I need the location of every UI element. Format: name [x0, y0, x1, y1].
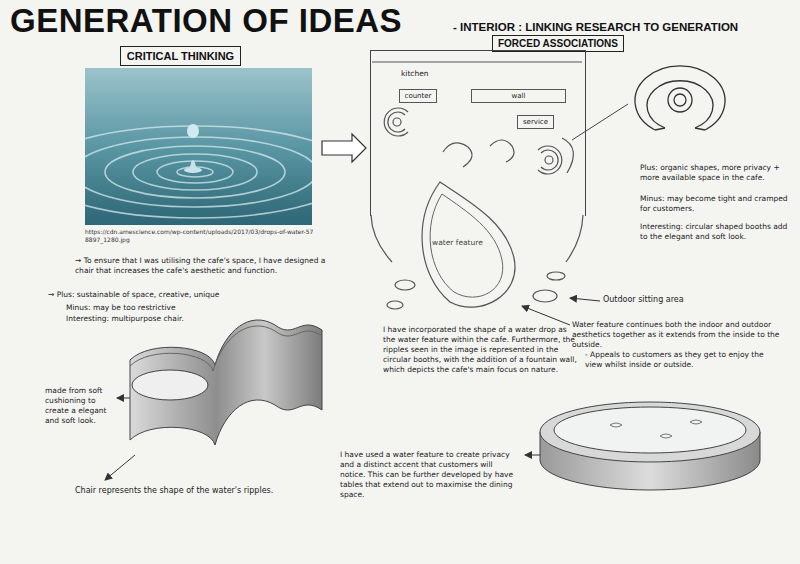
- annotation-text: Interesting: multipurpose chair.: [66, 314, 266, 324]
- wall-box: wall: [471, 89, 566, 103]
- annotation-text: → Plus: sustainable of space, creative, …: [48, 290, 293, 300]
- heading-box: CRITICAL THINKING: [120, 46, 241, 66]
- pool-water-feature: [540, 402, 760, 490]
- subtitle: - INTERIOR : LINKING RESEARCH TO GENERAT…: [453, 20, 793, 35]
- annotation-text: Outdoor sitting area: [603, 295, 753, 306]
- floor-plan-sketch: [371, 62, 583, 309]
- annotation-text: Minus: may be too restrictive: [66, 303, 266, 313]
- heading-text: FORCED ASSOCIATIONS: [497, 38, 619, 49]
- annotation-text: Minus: may become tight and cramped for …: [640, 194, 792, 214]
- annotation-text: made from soft cushioning to create a el…: [45, 386, 113, 426]
- floor-plan: kitchen counter wall service: [370, 50, 586, 216]
- node-text: water feature: [432, 238, 483, 247]
- annotation-text: Interesting: circular shaped booths add …: [640, 222, 792, 242]
- ripple-chair: [130, 320, 322, 445]
- heading-text: CRITICAL THINKING: [126, 50, 235, 62]
- block-arrow: [322, 134, 366, 162]
- leader-line: [572, 104, 628, 140]
- water-drop-photo: [35, 68, 355, 225]
- node-text: wall: [476, 92, 561, 100]
- service-box: service: [517, 115, 554, 129]
- node-text: service: [522, 118, 549, 126]
- page-title: GENERATION OF IDEAS: [10, 2, 402, 40]
- annotation-text: I have used a water feature to create pr…: [340, 450, 520, 499]
- water-drop-feature: water feature: [410, 180, 530, 320]
- booth-detail: [635, 66, 725, 130]
- annotation-text: - Appeals to customers as they get to en…: [585, 350, 783, 370]
- annotation-text: Water feature continues both the indoor …: [572, 320, 784, 350]
- node-text: counter: [404, 92, 432, 100]
- annotation-text: Chair represents the shape of the water'…: [75, 486, 325, 497]
- counter-box: counter: [399, 89, 437, 103]
- node-text: kitchen: [401, 69, 429, 78]
- image-source: https://cdn.amescience.com/wp-content/up…: [85, 228, 317, 244]
- annotation-text: → To ensure that I was utilising the caf…: [75, 256, 333, 276]
- drop-outline: [410, 180, 530, 320]
- annotation-text: Plus: organic shapes, more privacy + mor…: [640, 163, 792, 183]
- annotation-text: I have incorporated the shape of a water…: [383, 325, 578, 374]
